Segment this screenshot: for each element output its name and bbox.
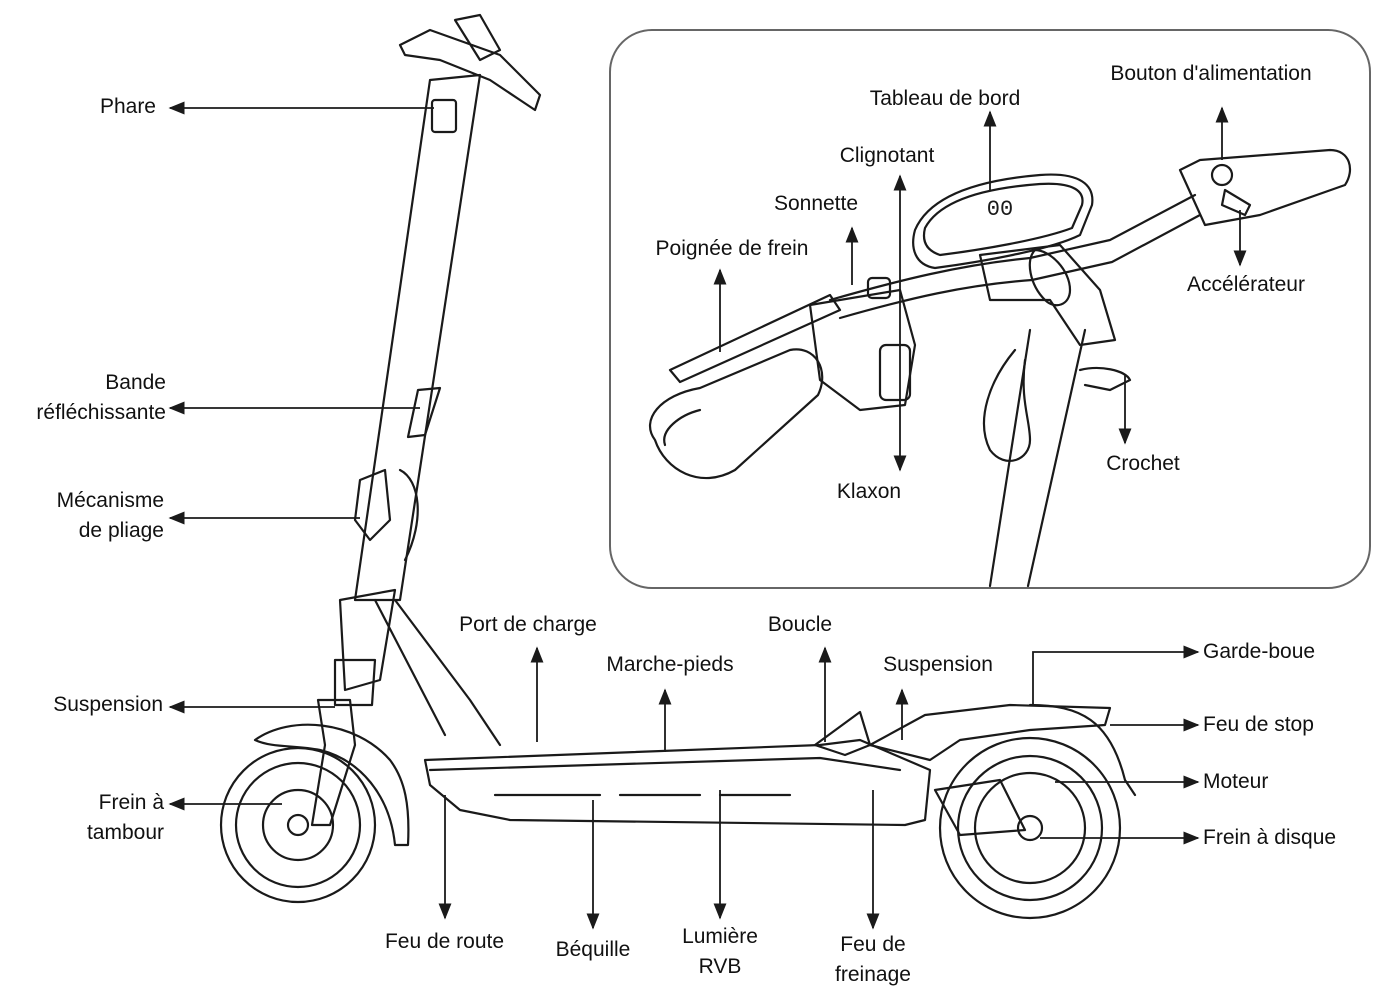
label-poignee-frein: Poignée de frein [655,237,809,260]
label-lumiere-line2: RVB [698,955,742,978]
label-frein-tambour-line2: tambour [86,821,164,844]
label-bequille: Béquille [555,938,631,961]
label-feu-freinage-line2: freinage [835,963,911,986]
label-suspension-front: Suspension [53,693,163,716]
label-feu-freinage: Feu de freinage [818,930,928,990]
label-frein-tambour: Frein à tambour [87,788,164,848]
label-accelerateur: Accélérateur [1187,273,1305,296]
label-crochet: Crochet [1106,452,1180,475]
scooter-body [219,13,1137,920]
label-sonnette: Sonnette [773,192,859,215]
label-mecanisme-pliage: Mécanisme de pliage [57,486,164,546]
label-marche-pieds: Marche-pieds [606,653,734,676]
label-moteur: Moteur [1203,770,1269,793]
label-garde-boue: Garde-boue [1203,640,1316,663]
inset-frame [609,29,1371,589]
label-bande-line1: Bande [105,371,166,394]
label-bande-line2: réfléchissante [36,401,166,424]
label-boucle: Boucle [767,613,833,636]
label-bouton-alimentation: Bouton d'alimentation [1110,62,1312,85]
label-frein-disque: Frein à disque [1203,826,1337,849]
label-feu-stop: Feu de stop [1203,713,1314,736]
label-tableau-de-bord: Tableau de bord [869,87,1021,110]
label-lumiere-line1: Lumière [682,925,758,948]
label-pliage-line2: de pliage [78,519,164,542]
label-phare: Phare [99,95,156,118]
label-bande-reflechissante: Bande réfléchissante [36,368,166,428]
dashboard-reading: 00 [987,197,1013,222]
label-clignotant: Clignotant [839,144,935,167]
label-feu-route: Feu de route [384,930,505,953]
handlebar-closeup [648,148,1352,588]
label-suspension-rear: Suspension [883,653,993,676]
label-frein-tambour-line1: Frein à [98,791,164,814]
label-klaxon: Klaxon [836,480,902,503]
label-pliage-line1: Mécanisme [56,489,164,512]
label-feu-freinage-line1: Feu de [840,933,906,956]
label-lumiere-rvb: Lumière RVB [668,922,772,982]
callout-arrows [168,101,1247,930]
label-port-charge: Port de charge [459,613,597,636]
